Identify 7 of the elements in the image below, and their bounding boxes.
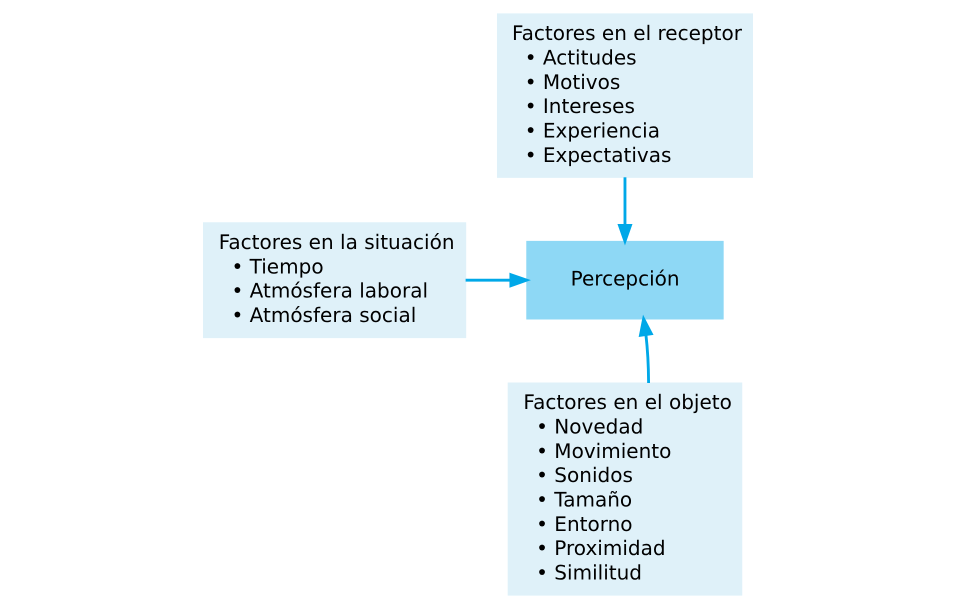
node-box: Factores en el objeto • Novedad • Movimiento • Sonidos • Tamaño • Entorno • Proximidad • Similitud [508,382,742,596]
arrow [638,314,654,384]
node-box: Factores en la situación • Tiempo • Atmósfera laboral • Atmósfera social [203,222,466,338]
arrow [617,177,632,246]
node-box: Factores en el receptor • Actitudes • Motivos • Intereses • Experiencia • Expectativas [496,13,753,178]
node-box: Percepción [526,240,724,320]
arrow [466,272,531,288]
